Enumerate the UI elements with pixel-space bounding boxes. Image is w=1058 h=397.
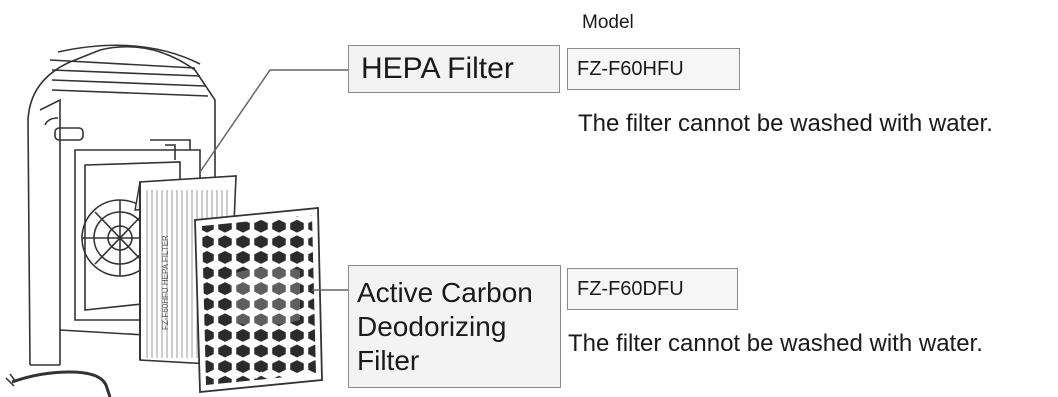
hepa-model-number: FZ-F60HFU [567, 48, 740, 90]
hepa-leader-line [199, 69, 348, 173]
carbon-wash-note: The filter cannot be washed with water. [568, 330, 983, 357]
carbon-label-line-3: Filter [357, 345, 420, 376]
hepa-filter-label: HEPA Filter [348, 45, 560, 93]
hepa-wash-note: The filter cannot be washed with water. [578, 110, 993, 137]
model-heading: Model [582, 12, 634, 33]
carbon-filter-label: Active Carbon Deodorizing Filter [348, 265, 561, 388]
carbon-model-number: FZ-F60DFU [567, 268, 738, 310]
carbon-filter-drawing [194, 207, 323, 393]
power-cord [11, 370, 112, 397]
carbon-label-line-2: Deodorizing [357, 311, 507, 342]
carbon-label-line-1: Active Carbon [357, 277, 533, 308]
svg-text:FZ-F60HFU HEPA FILTER: FZ-F60HFU HEPA FILTER [161, 235, 170, 330]
